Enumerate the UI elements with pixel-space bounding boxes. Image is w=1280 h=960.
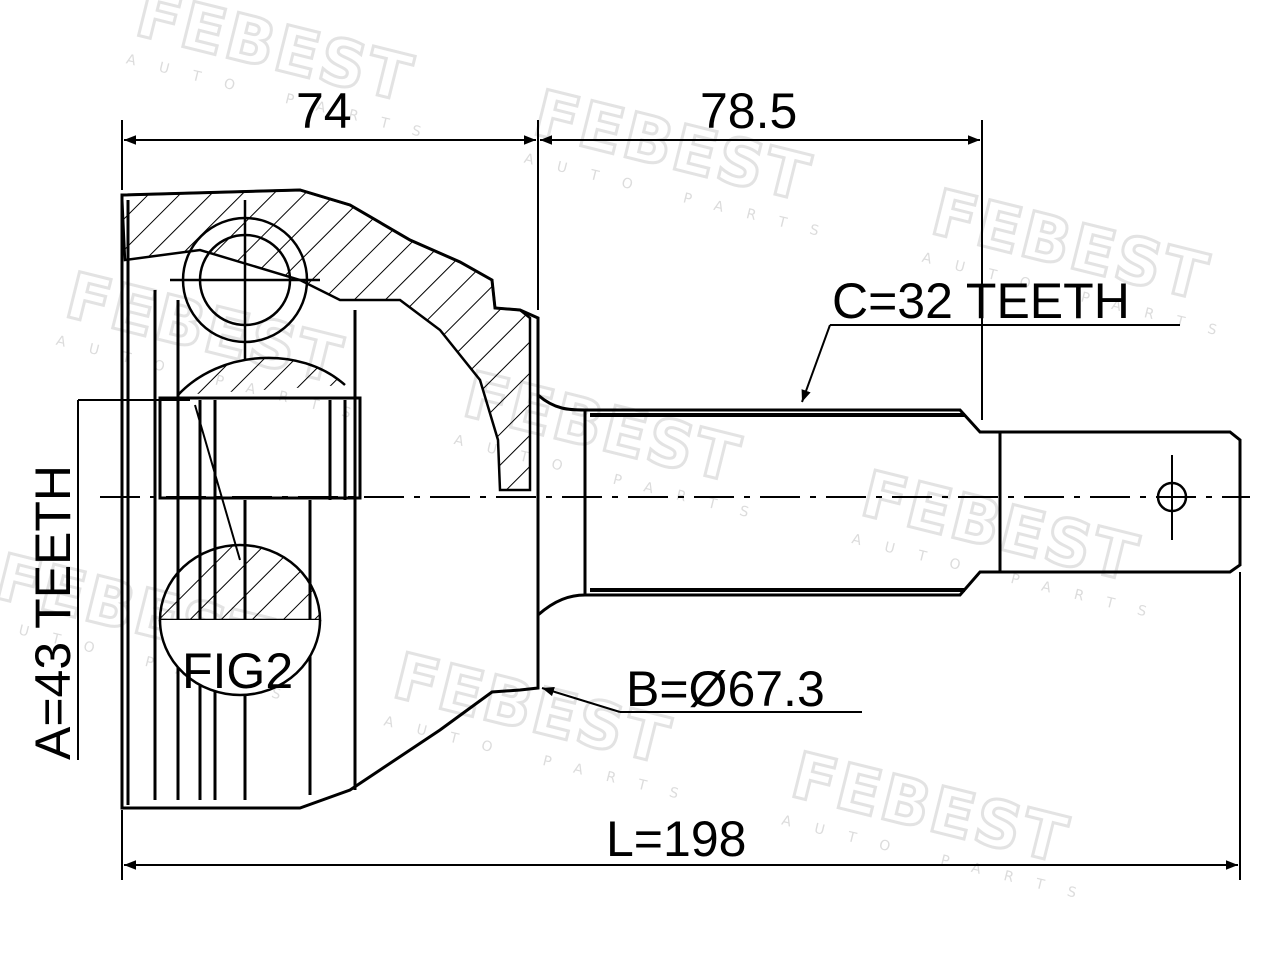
dimension-74-label: 74 (296, 83, 352, 139)
fig2-section: FIG2 (158, 404, 322, 699)
dimension-78-5-label: 78.5 (700, 83, 797, 139)
stub-shaft (537, 393, 1242, 617)
leader-b (541, 686, 862, 713)
leader-c (801, 324, 1180, 403)
spline-a-label: A=43 TEETH (25, 465, 81, 760)
dimension-78-5 (540, 120, 983, 420)
ball-upper (170, 200, 320, 360)
total-length-label: L=198 (606, 811, 746, 867)
abs-ring-label: B=Ø67.3 (626, 661, 825, 717)
spline-c-label: C=32 TEETH (832, 273, 1130, 329)
fig2-label: FIG2 (182, 643, 293, 699)
watermark-layer: FEBEST FEBEST FEBEST AUTO PARTS AUTO PAR… (0, 0, 1242, 907)
dimension-l (121, 572, 1241, 880)
dimension-74 (121, 120, 539, 310)
leader-a (77, 399, 190, 760)
